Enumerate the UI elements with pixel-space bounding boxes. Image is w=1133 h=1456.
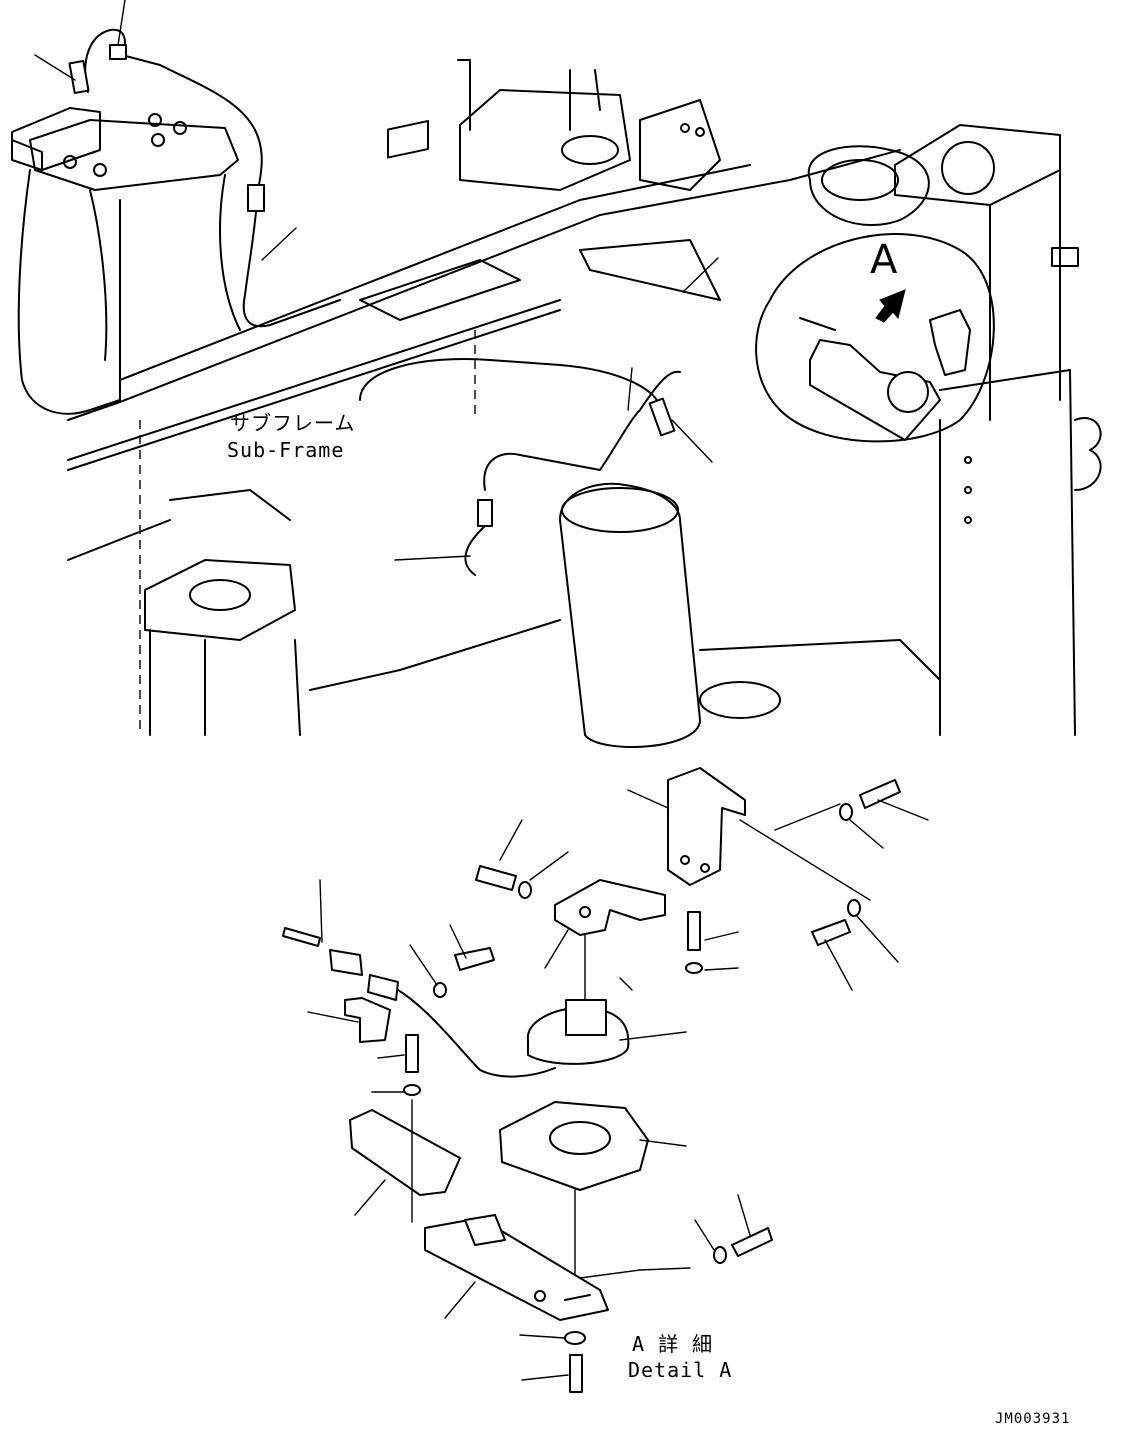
right-mount-tower [807,124,1102,736]
frame-assembly-view [11,0,1102,748]
detail-label-jp: A 詳 細 [632,1332,714,1356]
view-marker-label: A [870,237,898,283]
sensor-body [397,924,687,1078]
left-mount-tower [11,107,241,415]
subframe-label-en: Sub-Frame [227,438,345,462]
cover-bracket [349,1109,461,1196]
drawing-number: JM003931 [995,1411,1071,1427]
mounting-rail [424,1217,609,1321]
detail-a-exploded-view [282,767,929,1393]
accumulator-and-sensor [359,257,719,748]
detail-a-bubble [755,233,995,443]
detail-label-en: Detail A [628,1358,733,1382]
sensor-harness-left [34,0,341,328]
lever-block [554,879,666,936]
view-arrow-icon [875,289,906,323]
main-frame-rails [67,59,901,730]
lower-left-mount [67,489,941,736]
subframe-label-jp: サブフレーム [230,411,356,435]
bolts-right [739,779,929,991]
bent-bracket [667,767,746,886]
